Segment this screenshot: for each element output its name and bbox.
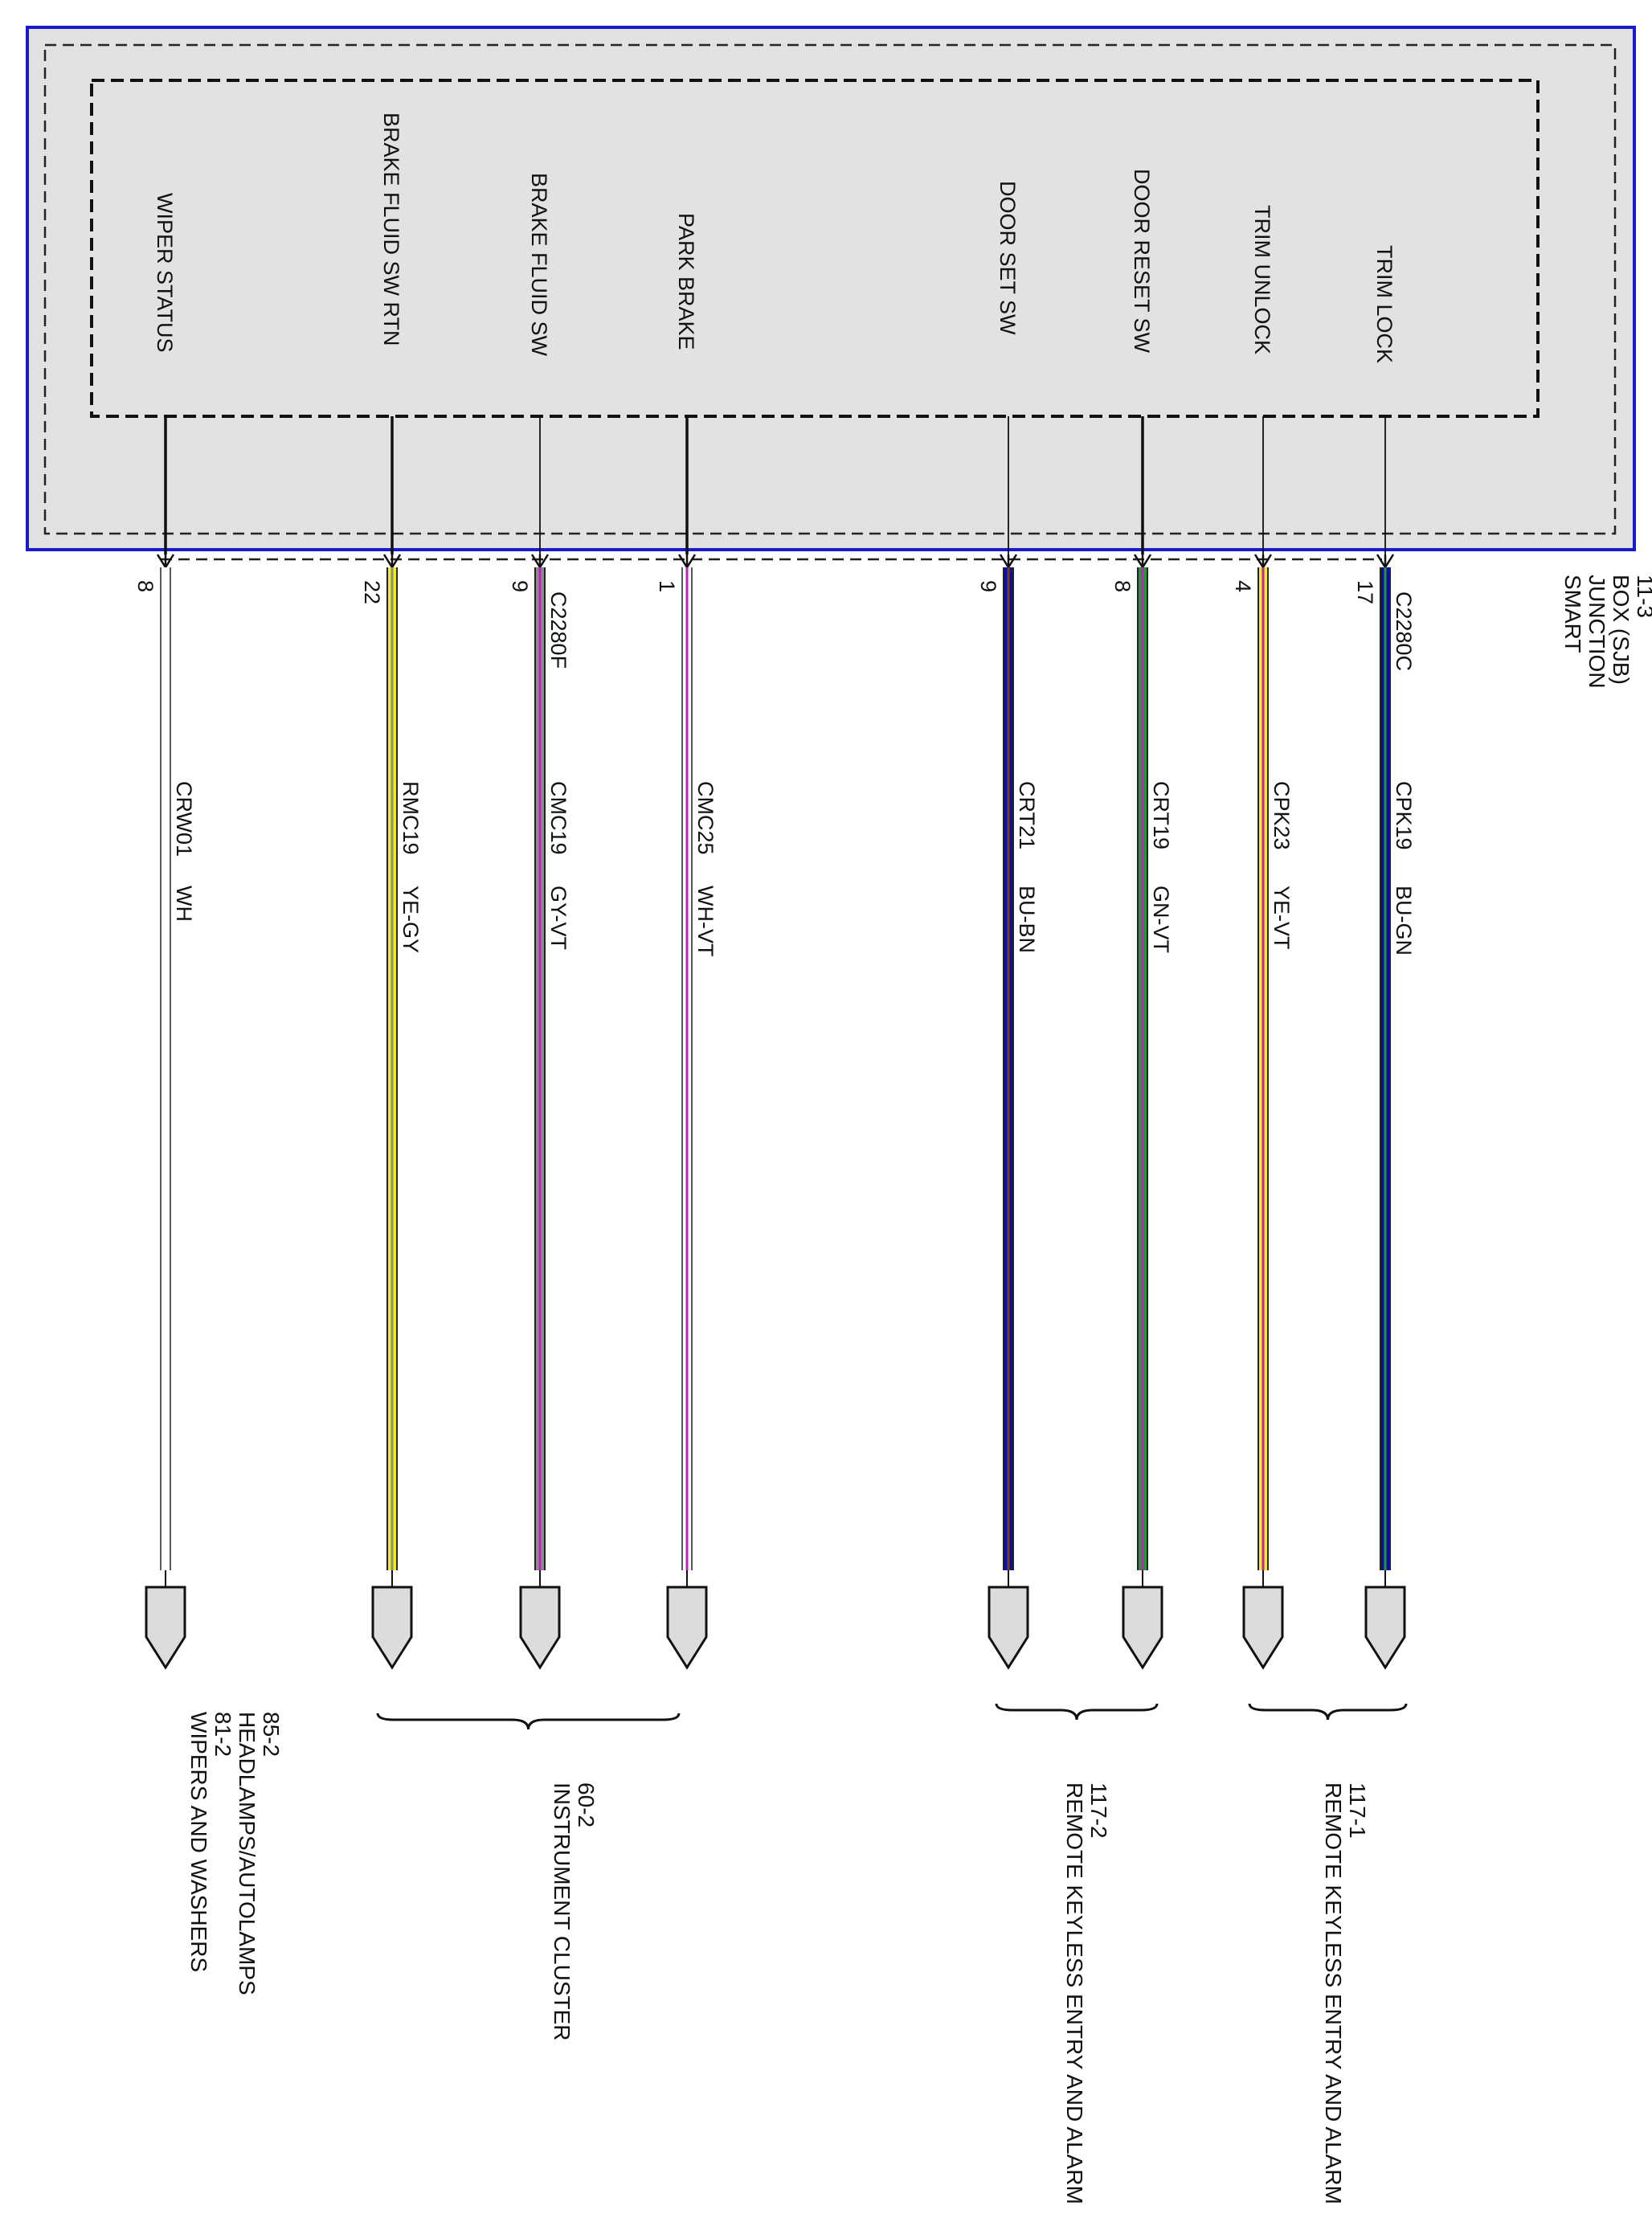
signal-label: TRIM UNLOCK xyxy=(1250,205,1274,354)
destination-label-line: REMOTE KEYLESS ENTRY AND ALARM xyxy=(1321,1782,1346,2204)
circuit-number: CPK23 xyxy=(1270,781,1294,850)
destination-label-line: HEADLAMPS/AUTOLAMPS xyxy=(235,1712,260,1995)
circuit-number: RMC19 xyxy=(399,781,423,855)
destination-label-line: 117-1 xyxy=(1345,1782,1370,1839)
pin-number: 8 xyxy=(133,580,157,592)
wire-stripe-color xyxy=(1261,567,1265,1570)
wire-stripe-color xyxy=(685,567,689,1570)
module-name-label: SMART JUNCTION BOX (SJB) 11-3 151-2 151-… xyxy=(1560,575,1652,689)
pin-number: 8 xyxy=(1110,580,1135,592)
destination-label-line: REMOTE KEYLESS ENTRY AND ALARM xyxy=(1062,1782,1087,2204)
destination-label-line: 81-2 xyxy=(211,1712,235,1757)
destination-braces xyxy=(376,1703,1408,1730)
pin-number: 9 xyxy=(508,580,532,592)
signal-label: BRAKE FLUID SW RTN xyxy=(379,113,403,346)
destination-label-line: 117-2 xyxy=(1086,1782,1111,1839)
circuit-number: CRW01 xyxy=(172,781,196,857)
color-code: BU-GN xyxy=(1392,886,1416,956)
module-name-line: 11-3 xyxy=(1633,575,1652,618)
color-code: GN-VT xyxy=(1149,886,1173,953)
module-inner-dashed-border xyxy=(90,79,1540,418)
destination-connector xyxy=(666,1586,708,1670)
destination-connector xyxy=(371,1586,413,1670)
pin-number: 17 xyxy=(1353,580,1377,604)
module-name-line: SMART xyxy=(1560,575,1585,653)
module-name-line: JUNCTION xyxy=(1585,575,1609,689)
destination-brace xyxy=(995,1703,1159,1721)
pin-number: 9 xyxy=(976,580,1000,592)
color-code: WH-VT xyxy=(693,886,718,956)
destination-connector xyxy=(1242,1586,1284,1670)
circuit-number: CRT19 xyxy=(1149,781,1173,849)
module-name-line: BOX (SJB) xyxy=(1609,575,1634,685)
circuit-number: CPK19 xyxy=(1392,781,1416,850)
destination-connector xyxy=(988,1586,1029,1670)
wire-base-color xyxy=(162,567,170,1570)
color-code: WH xyxy=(172,886,196,922)
signal-label: PARK BRAKE xyxy=(674,213,698,350)
connector-id: C2280C xyxy=(1392,591,1416,671)
signal-label: TRIM LOCK xyxy=(1372,245,1396,363)
wire-stripe-color xyxy=(1384,567,1387,1570)
destination-connector xyxy=(519,1586,561,1670)
module-frame xyxy=(26,26,1636,551)
wire-stripe-color xyxy=(1141,567,1144,1570)
smart-junction-box xyxy=(26,26,1636,561)
destination-connectors xyxy=(145,1586,1406,1670)
wire-stripe-color xyxy=(391,567,394,1570)
destination-label-line: 85-2 xyxy=(259,1712,284,1757)
destination-brace xyxy=(1248,1703,1408,1721)
destination-label-line: 60-2 xyxy=(574,1782,599,1827)
color-code: YE-VT xyxy=(1270,886,1294,950)
destination-connector xyxy=(1122,1586,1163,1670)
destination-brace xyxy=(376,1713,681,1730)
module-outer-dashed-border xyxy=(43,43,1617,535)
pin-number: 1 xyxy=(655,580,679,592)
circuit-number: CMC25 xyxy=(693,781,718,855)
destination-connector xyxy=(1364,1586,1406,1670)
color-code: BU-BN xyxy=(1015,886,1039,953)
destination-label-line: INSTRUMENT CLUSTER xyxy=(550,1782,575,2041)
signal-label: WIPER STATUS xyxy=(153,193,177,353)
signal-label: BRAKE FLUID SW xyxy=(527,173,551,357)
circuit-number: CMC19 xyxy=(546,781,570,855)
connector-id: C2280F xyxy=(546,591,570,669)
signal-labels: WIPER STATUS BRAKE FLUID SW RTN BRAKE FLUI… xyxy=(153,113,1396,363)
wire-stripe-color xyxy=(538,567,542,1570)
pin-number: 22 xyxy=(360,580,384,604)
pin-number: 4 xyxy=(1231,580,1255,592)
signal-label: DOOR RESET SW xyxy=(1130,169,1154,354)
destination-connector xyxy=(145,1586,186,1670)
circuit-number: CRT21 xyxy=(1015,781,1039,849)
signal-label: DOOR SET SW xyxy=(996,181,1020,335)
color-code: YE-GY xyxy=(399,886,423,953)
color-code: GY-VT xyxy=(546,886,570,950)
wire-stripe-color xyxy=(1007,567,1010,1570)
destination-label-line: WIPERS AND WASHERS xyxy=(186,1712,211,1972)
